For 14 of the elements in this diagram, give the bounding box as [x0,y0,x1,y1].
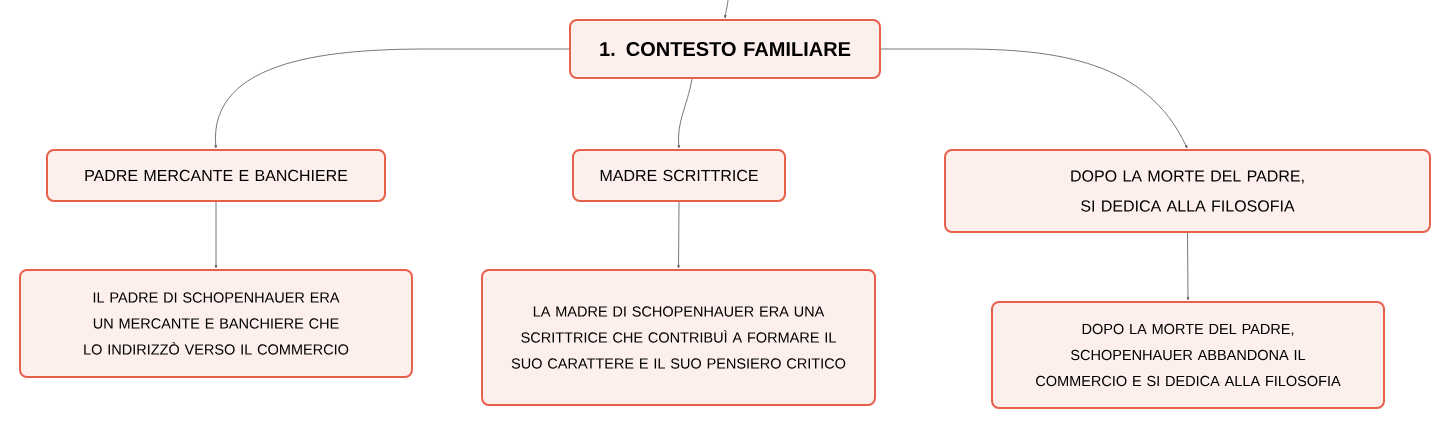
arrow [1186,232,1190,301]
concept-box: MADRE SCRITTRICE [572,149,786,202]
arrow [214,201,218,269]
topic-box: 1. CONTESTO FAMILIARE [569,19,881,79]
arrow [214,48,570,149]
concept-box: LA MADRE DI SCHOPENHAUER ERA UNA SCRITTRICE CHE CONTRIBUÌ A FORMARE IL SUO CARATTERE E IL SUO PENSIERO CRITICO [481,269,876,406]
concept-box: IL PADRE DI SCHOPENHAUER ERA UN MERCANTE E BANCHIERE CHE LO INDIRIZZÒ VERSO IL COMMERCIO [19,269,413,378]
concept-box: DOPO LA MORTE DEL PADRE, SI DEDICA ALLA FILOSOFIA [944,149,1431,233]
arrow [677,201,680,269]
concept-box: PADRE MERCANTE E BANCHIERE [46,149,386,202]
concept-box: DOPO LA MORTE DEL PADRE, SCHOPENHAUER ABBANDONA IL COMMERCIO E SI DEDICA ALLA FILOSOFIA [991,301,1385,409]
arrow [677,78,693,149]
arrow [880,48,1188,149]
arrow [724,0,729,19]
